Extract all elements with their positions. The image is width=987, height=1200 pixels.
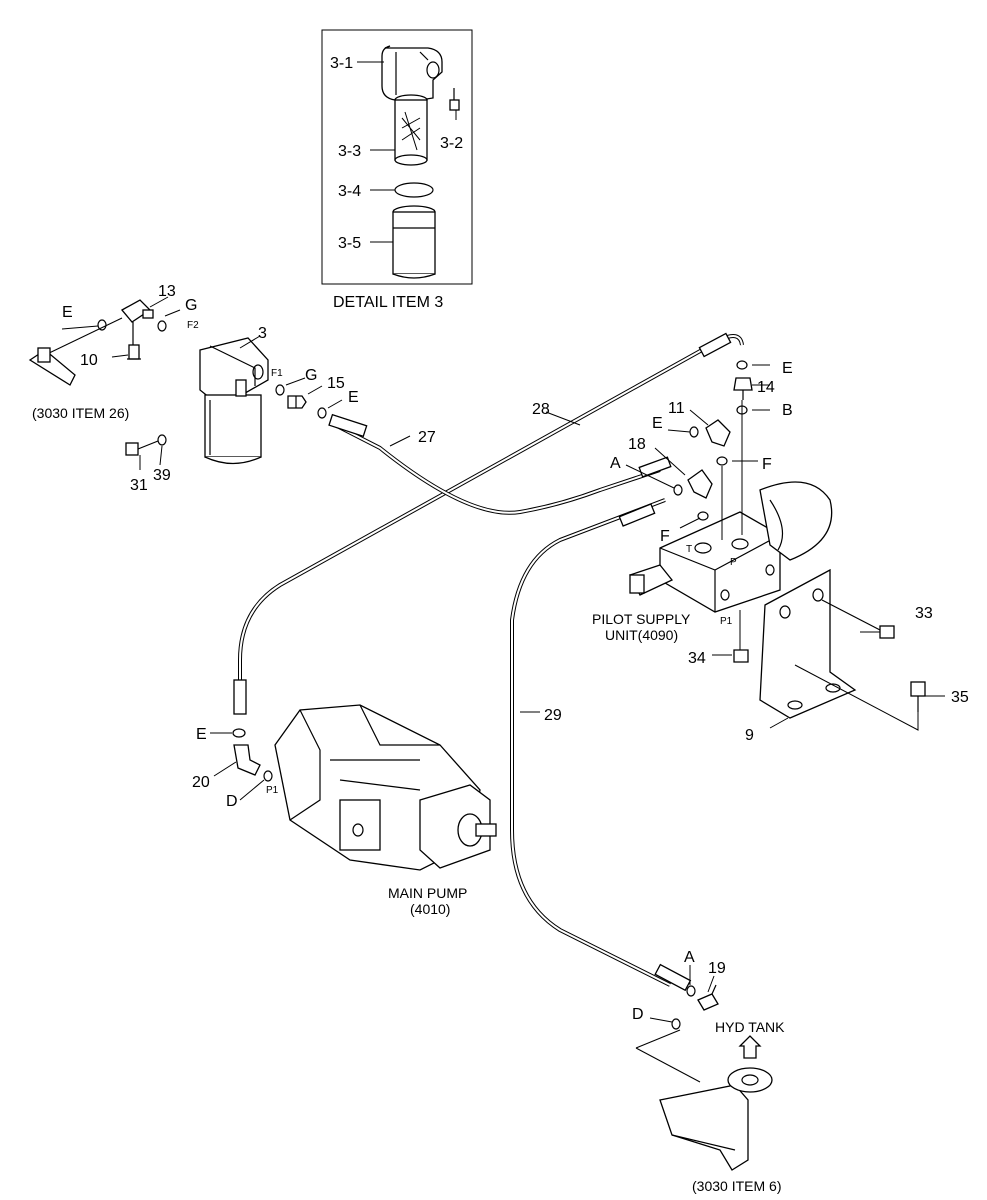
main-pump: [274, 704, 497, 871]
label-3-5: 3-5: [338, 235, 361, 252]
label-part-15: 15: [327, 375, 345, 392]
detail-frame: [321, 29, 473, 285]
pump-port-p1: P1: [266, 785, 279, 796]
label-part-9: 9: [745, 727, 754, 744]
callout-hyd-tank: HYD TANK: [715, 1019, 785, 1035]
label-d2: D: [632, 1006, 644, 1023]
label-e4: E: [652, 415, 663, 432]
hose-28-fitting-upper: [698, 332, 732, 358]
label-f1: F: [762, 456, 772, 473]
label-part-39: 39: [153, 467, 171, 484]
label-d1: D: [226, 793, 238, 810]
bolt-drawing: [449, 88, 460, 111]
port-f2: F2: [187, 320, 199, 331]
label-part-27: 27: [418, 429, 436, 446]
o-ring-e1: [97, 319, 107, 331]
bolt-35: [910, 681, 926, 712]
fitting-15: [287, 395, 307, 409]
hyd-tank-pipe: [635, 1029, 773, 1171]
bolt-33: [821, 599, 895, 639]
hose-28-fitting-lower: [233, 679, 247, 715]
fitting-19: [697, 984, 719, 1011]
hose-29-fitting-upper: [618, 503, 656, 527]
hose-27-fitting: [328, 413, 368, 438]
detail-item-3-box: 3-1 3-2 3-3 3-4 3-5 DETAIL ITEM 3: [321, 29, 473, 311]
label-f2: F: [660, 528, 670, 545]
label-a1: A: [610, 455, 621, 472]
hose-end-3030-26: [28, 317, 123, 386]
label-part-14: 14: [757, 379, 775, 396]
label-e1: E: [62, 304, 73, 321]
arrow-up-icon: [738, 1035, 762, 1059]
callout-main-pump-1: MAIN PUMP: [388, 885, 467, 901]
o-ring-f-upper: [716, 456, 728, 466]
port-t: T: [686, 544, 692, 555]
o-ring-e-top: [736, 360, 748, 370]
callout-pilot-supply-2: UNIT(4090): [605, 627, 678, 643]
filter-element-drawing: [394, 94, 428, 166]
label-3-1: 3-1: [330, 55, 353, 72]
label-part-28: 28: [532, 401, 550, 418]
o-ring-a-tank: [686, 985, 696, 997]
callout-main-pump-2: (4010): [410, 901, 450, 917]
o-ring-d-pump: [263, 770, 273, 782]
o-ring-f-lower: [697, 511, 709, 521]
plug-34: [733, 610, 749, 663]
o-ring-g2: [275, 384, 285, 396]
filter-assembly: [199, 337, 269, 465]
label-e5: E: [196, 726, 207, 743]
label-e3: E: [348, 389, 359, 406]
washer-39: [157, 434, 167, 446]
label-part-13: 13: [158, 283, 176, 300]
label-3-4: 3-4: [338, 183, 361, 200]
label-part-33: 33: [915, 605, 933, 622]
label-part-20: 20: [192, 774, 210, 791]
o-ring-drawing: [394, 182, 434, 198]
label-part-34: 34: [688, 650, 706, 667]
elbow-11: [705, 419, 731, 447]
o-ring-e3: [317, 407, 327, 419]
label-part-11: 11: [668, 400, 685, 417]
label-part-3: 3: [258, 325, 267, 342]
port-f1: F1: [271, 368, 283, 379]
label-part-35: 35: [951, 689, 969, 706]
label-part-18: 18: [628, 436, 646, 453]
label-b1: B: [782, 402, 793, 419]
o-ring-a-18: [673, 484, 683, 496]
o-ring-d-tank: [671, 1018, 681, 1030]
o-ring-e-11: [689, 426, 699, 438]
elbow-20: [233, 744, 261, 776]
label-e2: E: [782, 360, 793, 377]
pilot-supply-unit: [629, 481, 833, 613]
port-p: P: [730, 557, 737, 568]
bolt-31: [125, 440, 159, 456]
hose-29-fitting-lower: [654, 963, 692, 992]
elbow-18: [687, 469, 713, 499]
label-g1: G: [185, 297, 197, 314]
label-part-19: 19: [708, 960, 726, 977]
hoses: [233, 332, 744, 992]
port-p1: P1: [720, 616, 733, 627]
callout-pilot-supply-1: PILOT SUPPLY: [592, 611, 691, 627]
label-a2: A: [684, 949, 695, 966]
label-3-2: 3-2: [440, 135, 463, 152]
label-part-10: 10: [80, 352, 98, 369]
bracket-9: [759, 568, 919, 731]
filter-bowl-drawing: [392, 205, 436, 279]
label-part-29: 29: [544, 707, 562, 724]
o-ring-e-pump: [232, 728, 246, 738]
callout-3030-item-6: (3030 ITEM 6): [692, 1178, 781, 1194]
label-g2: G: [305, 367, 317, 384]
filter-head-drawing: [381, 45, 443, 101]
callout-3030-item-26: (3030 ITEM 26): [32, 405, 129, 421]
label-part-31: 31: [130, 477, 148, 494]
label-3-3: 3-3: [338, 143, 361, 160]
detail-title: DETAIL ITEM 3: [333, 294, 443, 311]
fitting-14: [733, 377, 753, 400]
fitting-10: [127, 344, 141, 360]
tee-fitting-13: [120, 299, 154, 345]
o-ring-g1: [157, 320, 167, 332]
